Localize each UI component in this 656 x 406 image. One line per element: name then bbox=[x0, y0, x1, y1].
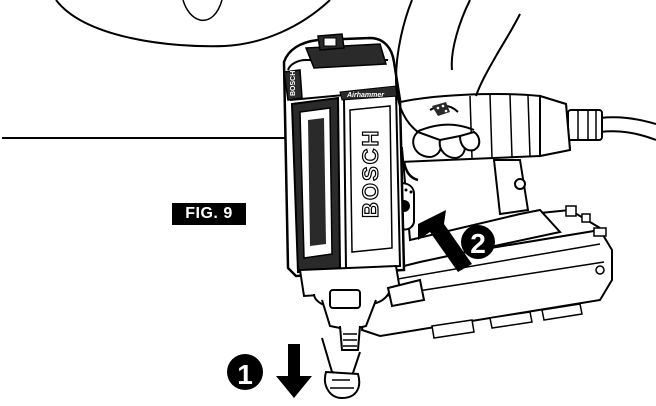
trigger bbox=[402, 161, 419, 182]
step-2-badge bbox=[461, 225, 495, 259]
detail-callout-circle bbox=[55, 0, 331, 48]
model-label: Airhammer bbox=[346, 92, 385, 99]
nailer-body bbox=[282, 33, 406, 278]
figure-label: FIG. 9 bbox=[172, 203, 246, 225]
nose-assembly bbox=[298, 264, 426, 378]
step-1-badge bbox=[227, 354, 263, 390]
contact-tip bbox=[324, 370, 361, 400]
operator-hand bbox=[394, 0, 521, 160]
body-brand-label: BOSCH bbox=[358, 129, 383, 218]
nail-magazine bbox=[360, 205, 613, 339]
detail-callout-content bbox=[182, 0, 223, 22]
air-hose bbox=[567, 109, 656, 141]
step-1-number: 1 bbox=[237, 359, 253, 390]
step-2-arrow bbox=[418, 210, 472, 272]
step-1-arrow bbox=[276, 344, 312, 398]
step-2-number: 2 bbox=[470, 228, 486, 259]
cap-brand-label: BOSCH bbox=[290, 71, 297, 96]
handle-strut bbox=[492, 159, 530, 216]
